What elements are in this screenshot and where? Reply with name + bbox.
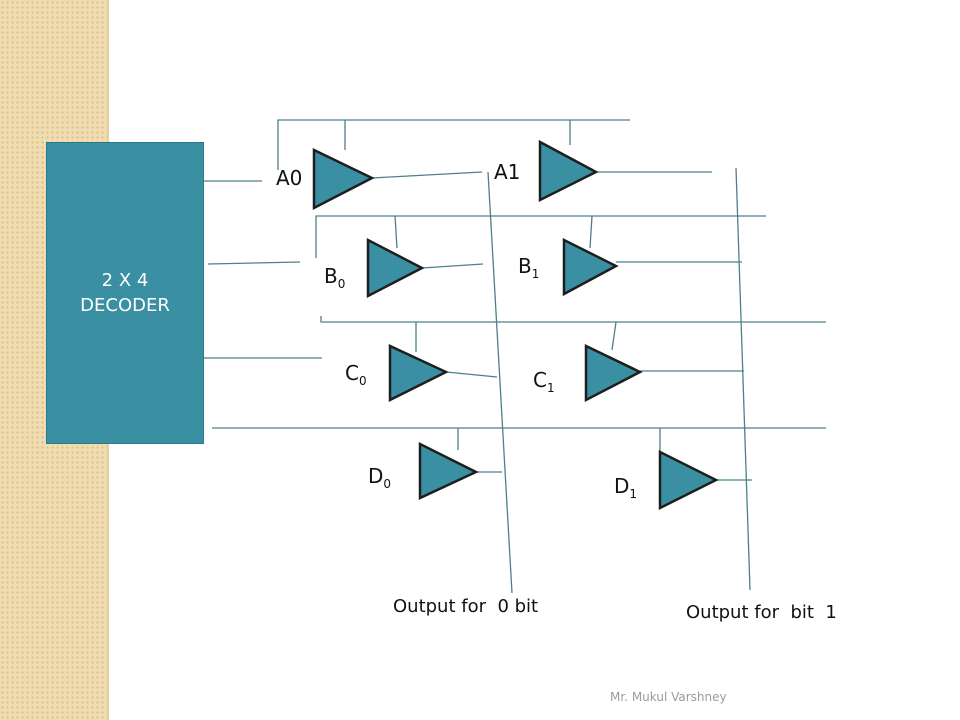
footer-author: Mr. Mukul Varshney: [610, 690, 727, 704]
buffer-a1-icon: [538, 139, 599, 203]
select-line-b: [315, 215, 766, 258]
enable-b0-wire: [394, 215, 398, 249]
cell-label-d1: D1: [614, 474, 638, 501]
wires: [202, 119, 826, 594]
b0-output-wire: [421, 263, 484, 269]
c0-output-wire: [445, 371, 498, 378]
buffer-a0-icon: [312, 148, 375, 211]
buffer-d0-icon: [418, 441, 479, 500]
buffer-b0-icon: [366, 237, 425, 299]
select-line-a: [277, 119, 630, 170]
buffer-b1-icon: [562, 237, 619, 297]
cell-label-a1: A1: [494, 160, 521, 184]
select-line-c: [320, 316, 826, 323]
buffers: [312, 139, 719, 511]
cell-label-b0: B0: [324, 264, 346, 291]
cell-label-b1: B1: [518, 254, 540, 281]
decoder-title-line2: DECODER: [80, 295, 170, 316]
buffer-d1-icon: [658, 449, 719, 511]
buffer-c0-icon: [388, 344, 449, 403]
buffer-c1-icon: [584, 344, 643, 403]
cell-label-c1: C1: [533, 368, 555, 395]
output-label-bit1: Output for bit 1: [686, 602, 837, 623]
decoder-output-b-wire: [207, 261, 301, 265]
decoder-block: 2 X 4 DECODER: [46, 142, 204, 444]
output-bus-bit0: [487, 171, 513, 594]
enable-c1-wire: [611, 321, 617, 351]
cell-label-c0: C0: [345, 361, 367, 388]
cell-label-d0: D0: [368, 464, 392, 491]
output-bus-bit1: [735, 167, 751, 591]
cell-label-a0: A0: [276, 166, 303, 190]
enable-b1-wire: [589, 215, 593, 249]
output-label-bit0: Output for 0 bit: [393, 596, 539, 617]
decoder-title-line1: 2 X 4: [101, 270, 149, 291]
a0-output-wire: [371, 171, 483, 179]
